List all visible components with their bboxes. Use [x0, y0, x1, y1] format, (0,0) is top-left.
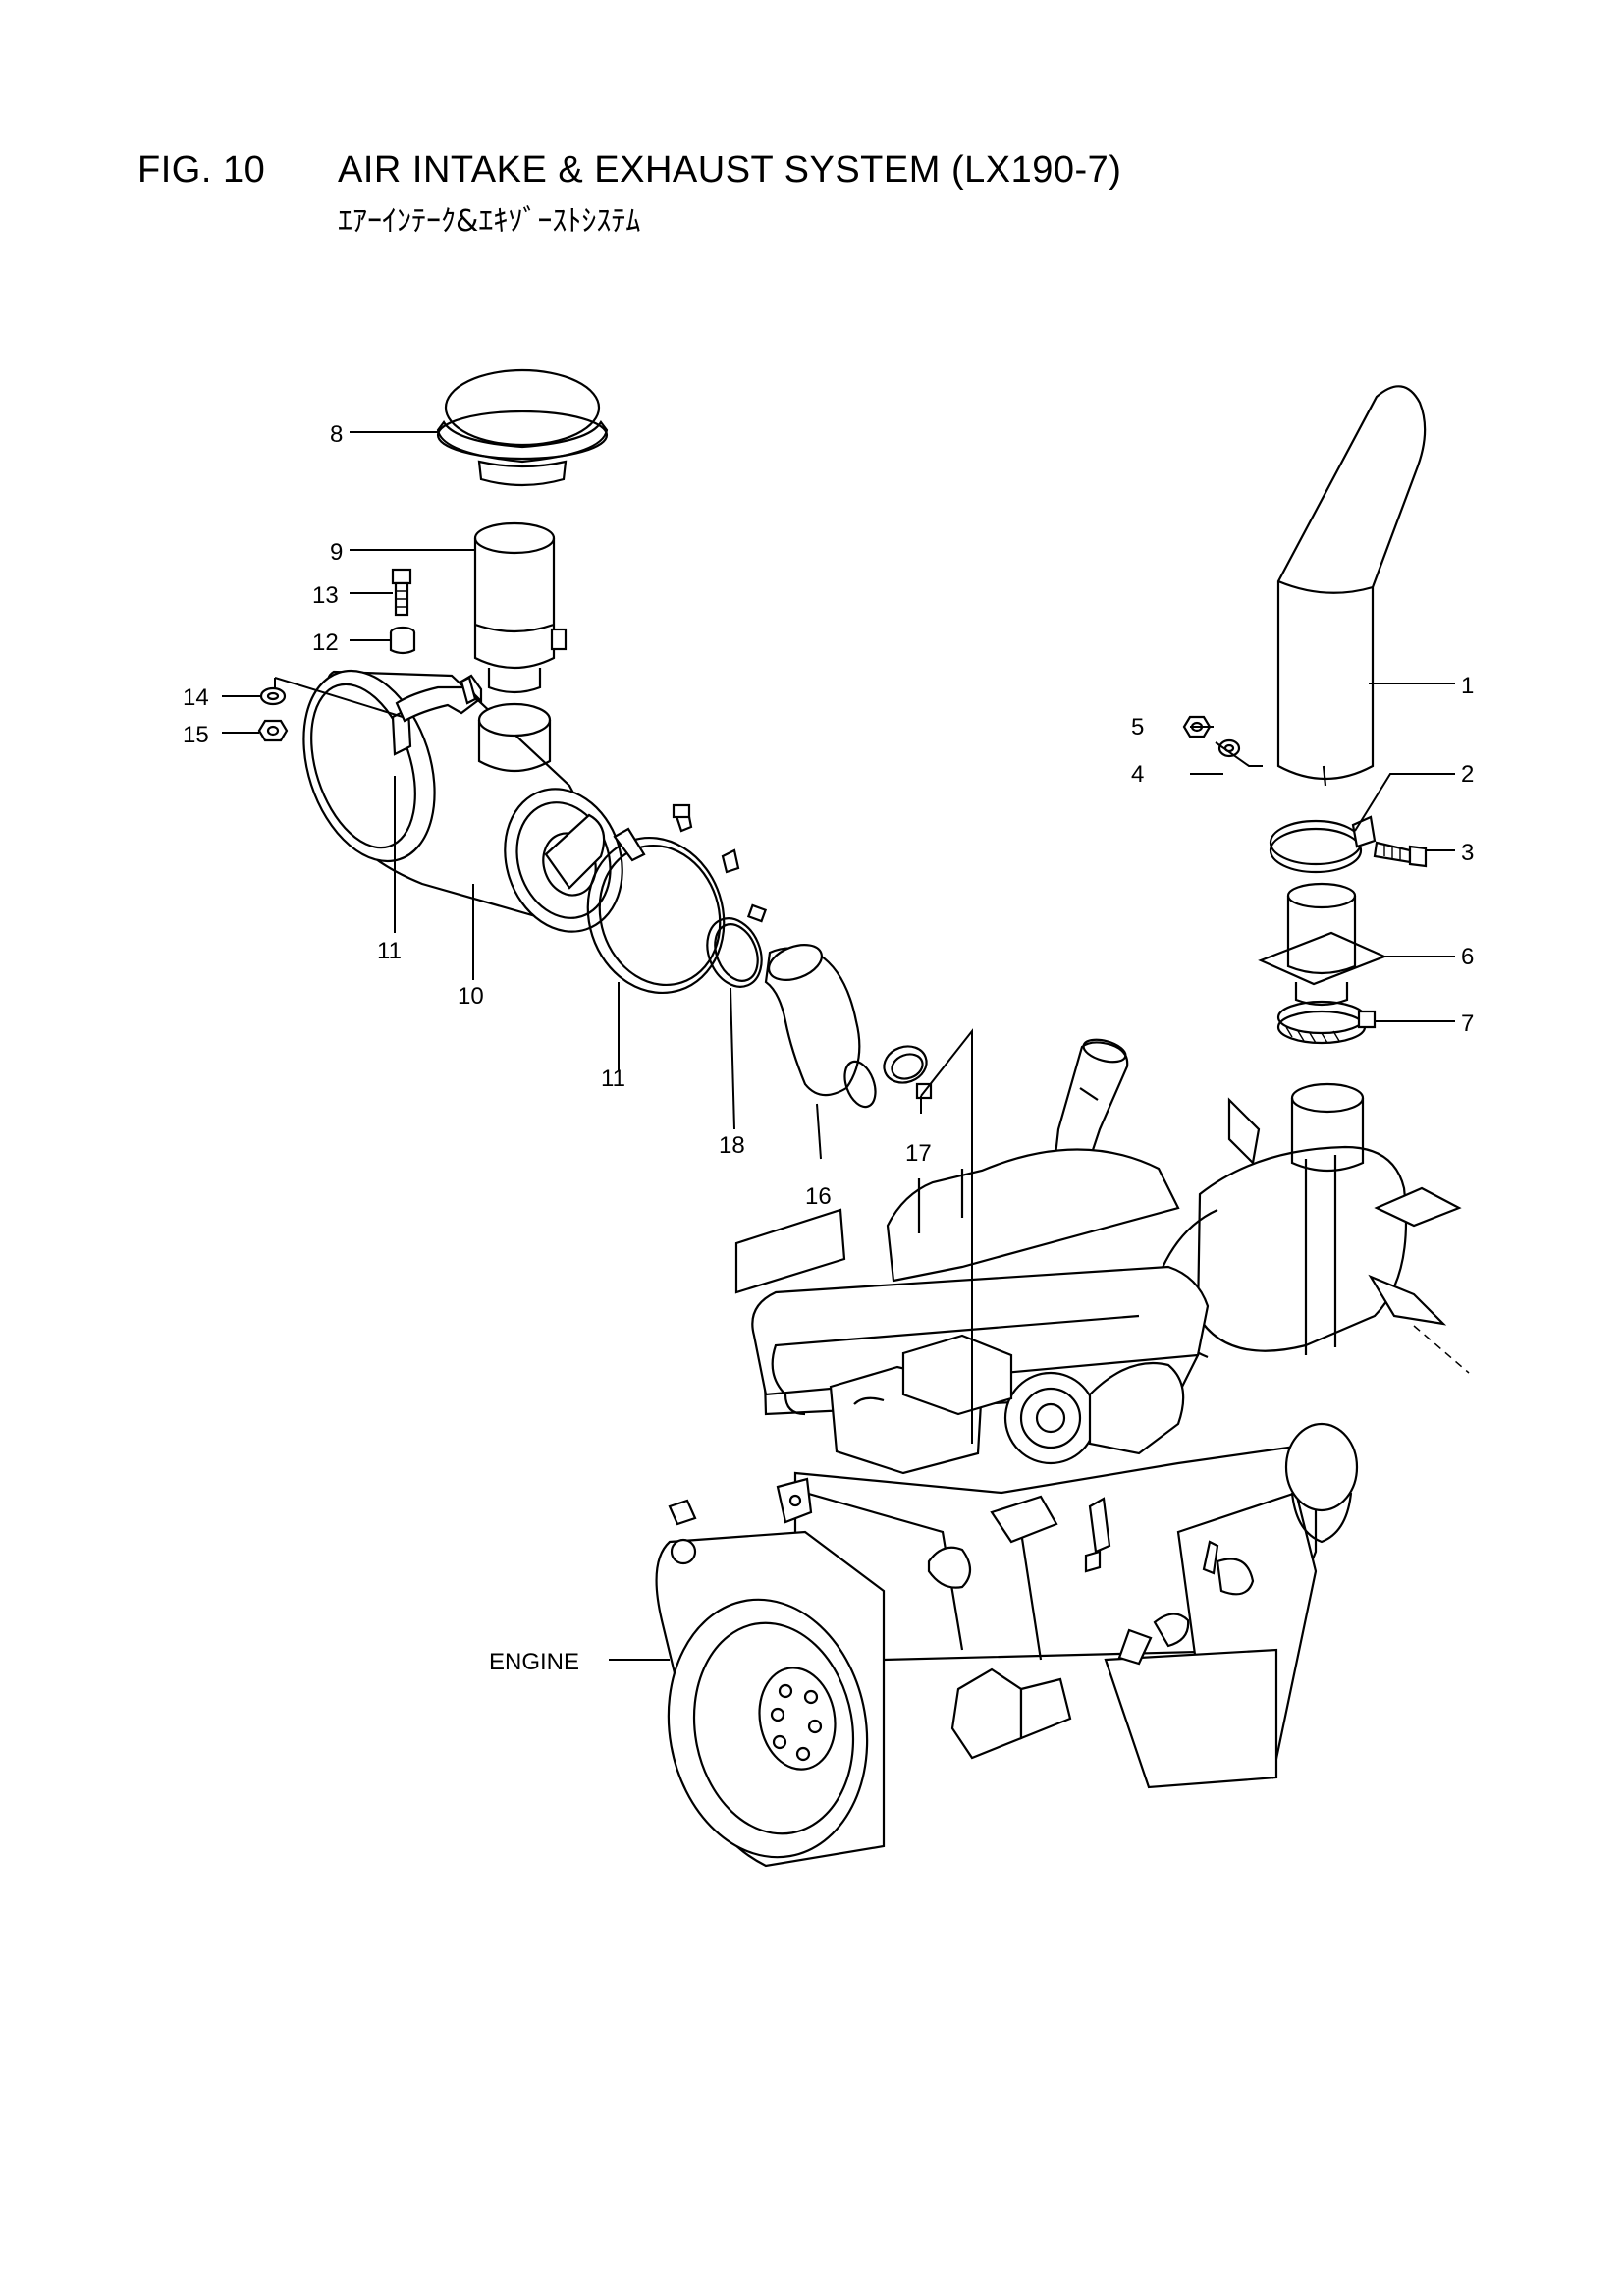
figure-subtitle: ｴｱｰｲﾝﾃｰｸ&ｴｷｿﾞｰｽﾄｼｽﾃﾑ — [338, 204, 641, 239]
engine-assembly — [655, 1038, 1470, 1868]
callout-13: 13 — [312, 582, 339, 609]
part-10-air-cleaner-body — [302, 669, 623, 933]
callout-15: 15 — [183, 722, 209, 748]
part-18-hose-clamp — [706, 903, 768, 988]
callout-7: 7 — [1461, 1011, 1474, 1037]
callout-labels: 1 2 3 4 5 6 7 8 9 10 11 11 12 13 14 15 1… — [183, 421, 1474, 1675]
callout-5: 5 — [1131, 714, 1144, 740]
figure-title: AIR INTAKE & EXHAUST SYSTEM (LX190-7) — [338, 149, 1122, 191]
callout-16: 16 — [805, 1183, 832, 1210]
part-11-band-clamp-left — [395, 676, 479, 723]
callout-10: 10 — [458, 983, 484, 1010]
part-17-hose-clamp — [883, 1045, 933, 1100]
callout-18: 18 — [719, 1132, 745, 1159]
callout-9: 9 — [330, 539, 343, 566]
callout-8: 8 — [330, 421, 343, 448]
leader-lines — [222, 431, 1455, 1661]
callout-2: 2 — [1461, 761, 1474, 788]
callout-11-left: 11 — [377, 938, 402, 964]
part-3-bolt — [1373, 841, 1428, 868]
callout-3: 3 — [1461, 840, 1474, 866]
part-6-adapter — [1258, 882, 1387, 1007]
callout-14: 14 — [183, 684, 209, 711]
part-9-inlet-tube — [473, 521, 568, 694]
callout-11-right: 11 — [601, 1066, 625, 1092]
part-16-hose-elbow — [764, 944, 877, 1109]
part-14-washer — [259, 686, 287, 706]
part-7-clamp — [1276, 1000, 1377, 1045]
callout-17: 17 — [905, 1140, 932, 1167]
part-12-spacer — [389, 626, 416, 655]
callout-engine: ENGINE — [489, 1649, 579, 1675]
callout-4: 4 — [1131, 761, 1144, 788]
figure-number: FIG. 10 — [137, 149, 266, 191]
part-8-air-cleaner-cap — [436, 368, 609, 487]
part-11-band-clamp-right — [586, 803, 740, 995]
part-13-bolt — [391, 568, 412, 617]
callout-6: 6 — [1461, 944, 1474, 970]
callout-12: 12 — [312, 629, 339, 656]
callout-1: 1 — [1461, 673, 1474, 699]
part-15-nut — [257, 719, 289, 742]
part-1-exhaust-pipe — [1276, 385, 1427, 787]
